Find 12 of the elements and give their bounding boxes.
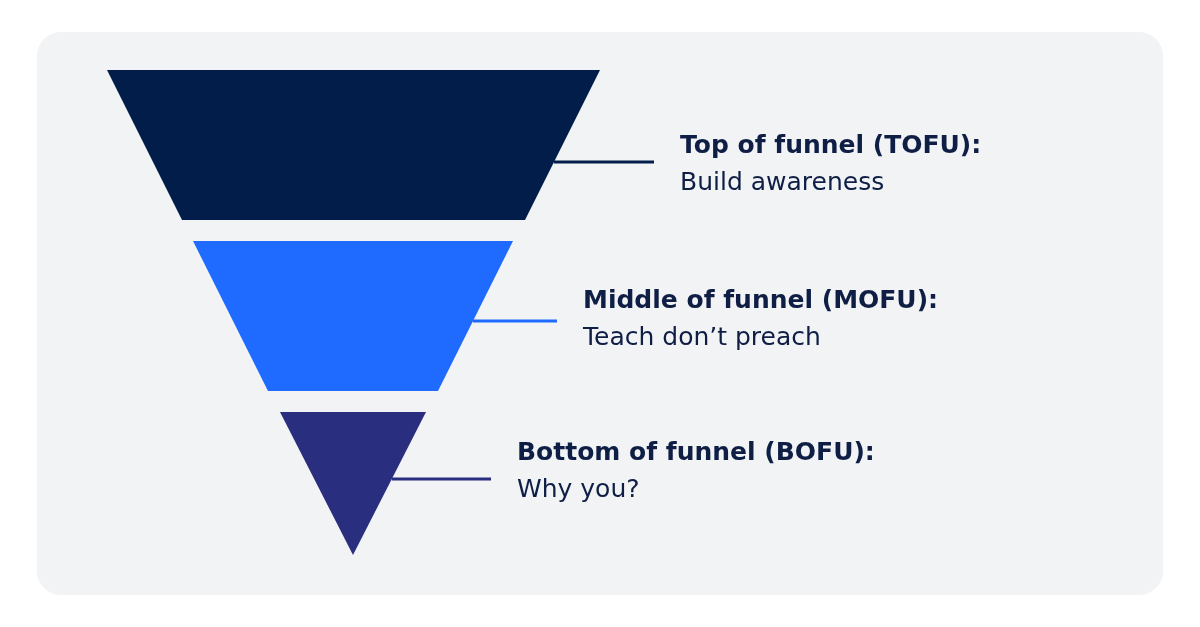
leader-line	[473, 319, 557, 323]
funnel-segment	[193, 241, 513, 391]
stage-heading: Top of funnel (TOFU):	[680, 129, 982, 161]
leader-line	[554, 160, 654, 164]
stage-heading: Middle of funnel (MOFU):	[583, 284, 939, 316]
leader-line	[391, 477, 491, 481]
stage-description: Why you?	[517, 473, 641, 505]
funnel-tip	[280, 412, 426, 555]
stage-description: Teach don’t preach	[583, 321, 822, 353]
funnel-segment	[107, 70, 600, 220]
stage-description: Build awareness	[680, 166, 886, 198]
stage-heading: Bottom of funnel (BOFU):	[517, 436, 875, 468]
